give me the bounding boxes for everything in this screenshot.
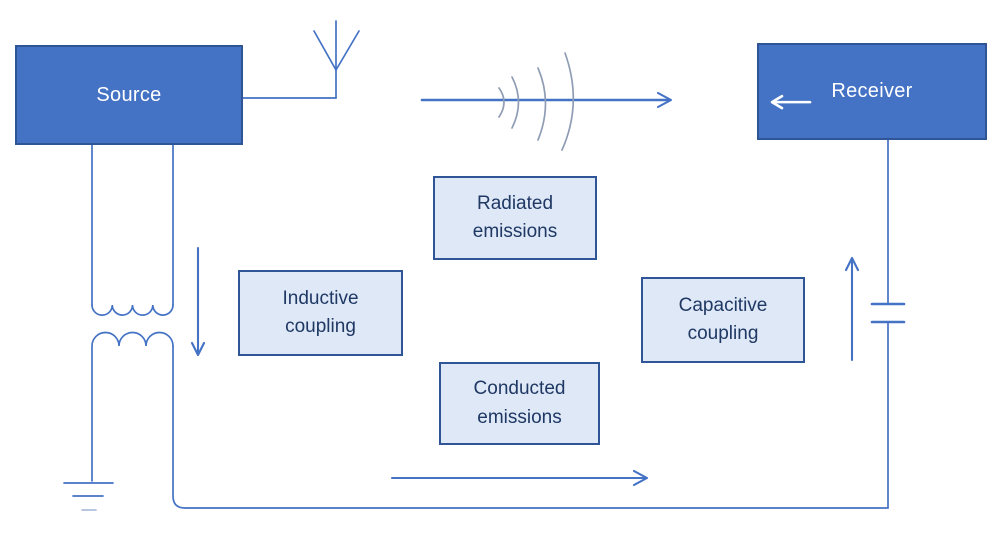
radio-wave-icon [498,52,575,151]
label-line: coupling [285,316,356,337]
label-radiated-emissions: Radiated emissions [433,176,597,260]
capacitor-icon [870,302,906,324]
label-conducted-emissions: Conducted emissions [439,362,600,445]
source-label: Source [96,83,162,106]
receiver-node: Receiver [757,43,987,140]
label-line: emissions [477,406,562,428]
source-node: Source [15,45,243,145]
capacitive-coupling-arrow [844,256,860,362]
label-line: Radiated [476,192,554,214]
label-line: Capacitive [678,294,768,316]
receiver-label: Receiver [831,80,913,102]
transformer-icon [91,144,174,482]
label-line: Conducted [473,378,566,399]
label-line: emissions [472,221,558,242]
label-inductive-coupling: Inductive coupling [238,270,403,356]
bottom-return-wire [172,321,889,509]
label-line: Inductive [282,287,359,309]
ground-icon [63,482,114,511]
inductive-coupling-arrow [190,246,206,357]
antenna-icon [313,20,360,99]
radiated-emissions-arrow [420,91,673,109]
label-line: coupling [687,323,759,344]
conducted-emissions-arrow [390,469,649,487]
label-capacitive-coupling: Capacitive coupling [641,277,805,363]
receiver-input-arrow-icon [770,94,812,109]
